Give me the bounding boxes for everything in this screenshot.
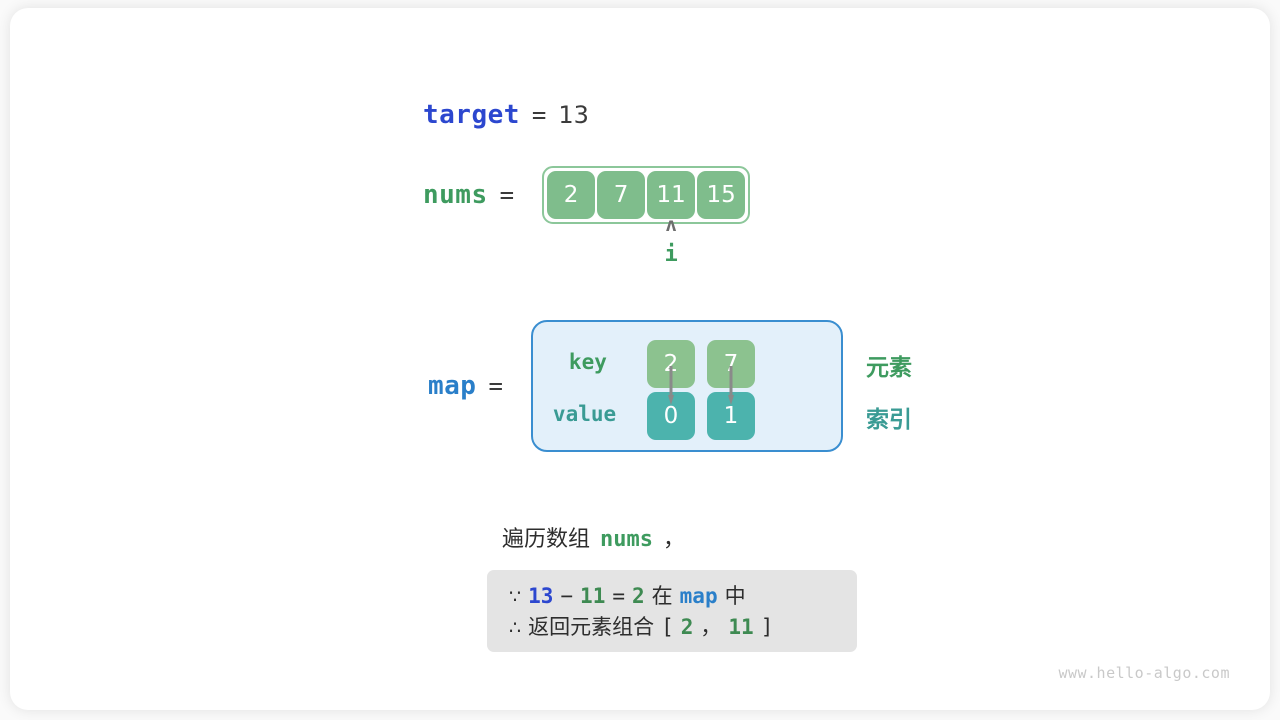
map-key-cell: 7 (706, 340, 755, 388)
caption-text-after: ， (663, 527, 686, 552)
map-variable-label: map (428, 371, 477, 401)
reason-minus-sign: − (560, 584, 574, 608)
map-value-cell: 1 (706, 392, 755, 440)
map-equals-sign: = (488, 372, 503, 400)
result-comma: ， (700, 615, 722, 639)
result-first-value: 2 (680, 615, 694, 639)
watermark: www.hello-algo.com (1058, 664, 1230, 682)
array-cell: 7 (597, 171, 646, 219)
reason-zhong-text: 中 (724, 584, 746, 608)
nums-variable-label: nums (423, 180, 488, 210)
nums-array-container: 2 7 11 15 (542, 166, 751, 224)
map-row: map = key value 2 0 7 1 (428, 320, 843, 452)
map-key-row-label: key (568, 350, 607, 374)
reasoning-line-premise: ∵ 13 − 11 = 2 在 map 中 (509, 580, 835, 611)
caption-code-nums: nums (600, 527, 653, 552)
nums-row: nums = 2 7 11 15 (423, 166, 751, 224)
map-value-row-label: value (552, 402, 617, 426)
legend-element-label: 元素 (866, 355, 912, 381)
caption-text-before: 遍历数组 (502, 527, 591, 552)
reason-target-value: 13 (528, 584, 554, 608)
reason-return-text: 返回元素组合 (528, 615, 655, 639)
target-row: target = 13 (423, 100, 589, 130)
caret-up-icon: ʌ (665, 214, 677, 236)
nums-equals-sign: = (499, 181, 515, 209)
therefore-symbol: ∴ (509, 617, 522, 639)
index-pointer-group: ʌ i (655, 214, 687, 268)
array-cell: 2 (547, 171, 596, 219)
array-cell: 15 (697, 171, 746, 219)
map-key-cell: 2 (646, 340, 695, 388)
target-variable-label: target (423, 100, 520, 130)
pointer-label-i: i (664, 242, 678, 267)
reason-current-value: 11 (580, 584, 606, 608)
reasoning-line-conclusion: ∴ 返回元素组合 [ 2 ， 11 ] (509, 611, 835, 642)
legend-index-label: 索引 (866, 407, 912, 433)
reason-complement-value: 2 (632, 584, 645, 608)
array-cell: 11 (647, 171, 696, 219)
reason-map-word: map (679, 584, 718, 608)
because-symbol: ∵ (509, 586, 522, 608)
bracket-close: ] (760, 615, 774, 639)
map-entry-column: 7 1 (706, 340, 755, 440)
hashmap-container: key value 2 0 7 1 (530, 320, 843, 452)
target-value: 13 (558, 101, 589, 129)
diagram-card: target = 13 nums = 2 7 11 15 ʌ i map = k… (10, 8, 1270, 710)
map-entry-column: 2 0 (646, 340, 695, 440)
reason-equals-sign: = (612, 584, 625, 608)
bracket-open: [ (661, 615, 674, 639)
reason-zai-text: 在 (651, 584, 673, 608)
map-value-cell: 0 (646, 392, 695, 440)
caption-traverse-array: 遍历数组 nums ， (502, 521, 685, 553)
reasoning-box: ∵ 13 − 11 = 2 在 map 中 ∴ 返回元素组合 [ 2 ， 11 … (487, 570, 857, 652)
target-equals-sign: = (531, 101, 547, 129)
result-second-value: 11 (728, 615, 754, 639)
